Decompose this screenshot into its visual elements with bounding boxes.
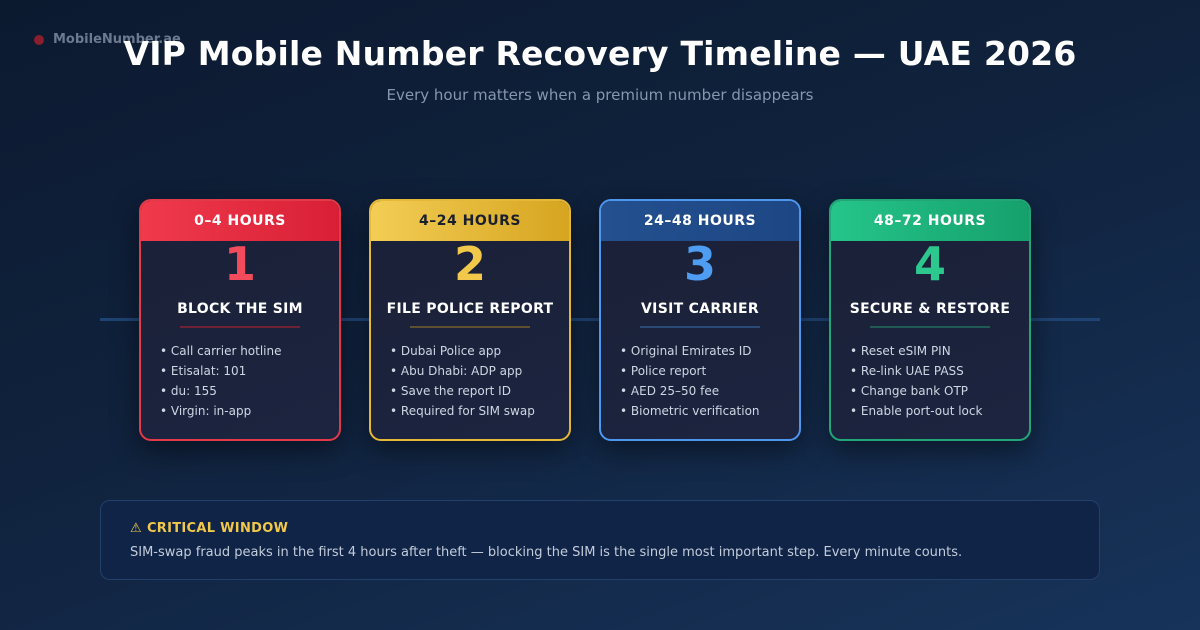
stage-time-badge: 24–48 HOURS xyxy=(601,201,799,241)
stage-step: Save the report ID xyxy=(390,381,569,401)
stage-divider xyxy=(870,326,990,328)
stage-title: SECURE & RESTORE xyxy=(849,301,1011,317)
stage-step: Abu Dhabi: ADP app xyxy=(390,361,569,381)
stage-step: du: 155 xyxy=(160,381,339,401)
brand-logo: MobileNumber.ae xyxy=(34,32,181,47)
stage-step: Required for SIM swap xyxy=(390,401,569,421)
stage-step: Original Emirates ID xyxy=(620,341,799,361)
stage-title: FILE POLICE REPORT xyxy=(386,301,554,317)
stage-number: 1 xyxy=(223,237,256,291)
callout-text: SIM-swap fraud peaks in the first 4 hour… xyxy=(130,545,963,560)
stage-card-4: 48–72 HOURS 4 SECURE & RESTORE Reset eSI… xyxy=(829,199,1031,441)
critical-window-callout: ⚠ CRITICAL WINDOW SIM-swap fraud peaks i… xyxy=(100,500,1100,580)
stage-time-badge: 4–24 HOURS xyxy=(371,201,569,241)
stage-divider xyxy=(180,326,300,328)
stage-number: 3 xyxy=(683,237,716,291)
stage-steps: Dubai Police app Abu Dhabi: ADP app Save… xyxy=(371,341,569,421)
stage-step: Enable port-out lock xyxy=(850,401,1029,421)
callout-heading: CRITICAL WINDOW xyxy=(146,521,289,536)
stage-number: 4 xyxy=(913,237,946,291)
warning-icon: ⚠ xyxy=(130,521,142,536)
stage-step: Re-link UAE PASS xyxy=(850,361,1029,381)
stage-divider xyxy=(410,326,530,328)
stage-steps: Call carrier hotline Etisalat: 101 du: 1… xyxy=(141,341,339,421)
stage-steps: Reset eSIM PIN Re-link UAE PASS Change b… xyxy=(831,341,1029,421)
stage-step: Police report xyxy=(620,361,799,381)
stage-step: Etisalat: 101 xyxy=(160,361,339,381)
stage-step: Call carrier hotline xyxy=(160,341,339,361)
stage-card-3: 24–48 HOURS 3 VISIT CARRIER Original Emi… xyxy=(599,199,801,441)
stage-number: 2 xyxy=(453,237,486,291)
page-title: VIP Mobile Number Recovery Timeline — UA… xyxy=(123,34,1077,73)
stage-time-badge: 48–72 HOURS xyxy=(831,201,1029,241)
stage-step: Change bank OTP xyxy=(850,381,1029,401)
stage-steps: Original Emirates ID Police report AED 2… xyxy=(601,341,799,421)
stage-step: Reset eSIM PIN xyxy=(850,341,1029,361)
stage-card-1: 0–4 HOURS 1 BLOCK THE SIM Call carrier h… xyxy=(139,199,341,441)
stage-title: BLOCK THE SIM xyxy=(177,301,303,317)
stage-step: Dubai Police app xyxy=(390,341,569,361)
stage-time-badge: 0–4 HOURS xyxy=(141,201,339,241)
stage-card-2: 4–24 HOURS 2 FILE POLICE REPORT Dubai Po… xyxy=(369,199,571,441)
callout-heading-row: ⚠ CRITICAL WINDOW xyxy=(130,521,1070,536)
stage-divider xyxy=(640,326,760,328)
page-subtitle: Every hour matters when a premium number… xyxy=(386,86,814,104)
stage-step: AED 25–50 fee xyxy=(620,381,799,401)
brand-dot-icon xyxy=(34,34,44,45)
stage-step: Virgin: in-app xyxy=(160,401,339,421)
stage-step: Biometric verification xyxy=(620,401,799,421)
brand-name: MobileNumber.ae xyxy=(53,32,181,47)
stage-title: VISIT CARRIER xyxy=(641,301,759,317)
